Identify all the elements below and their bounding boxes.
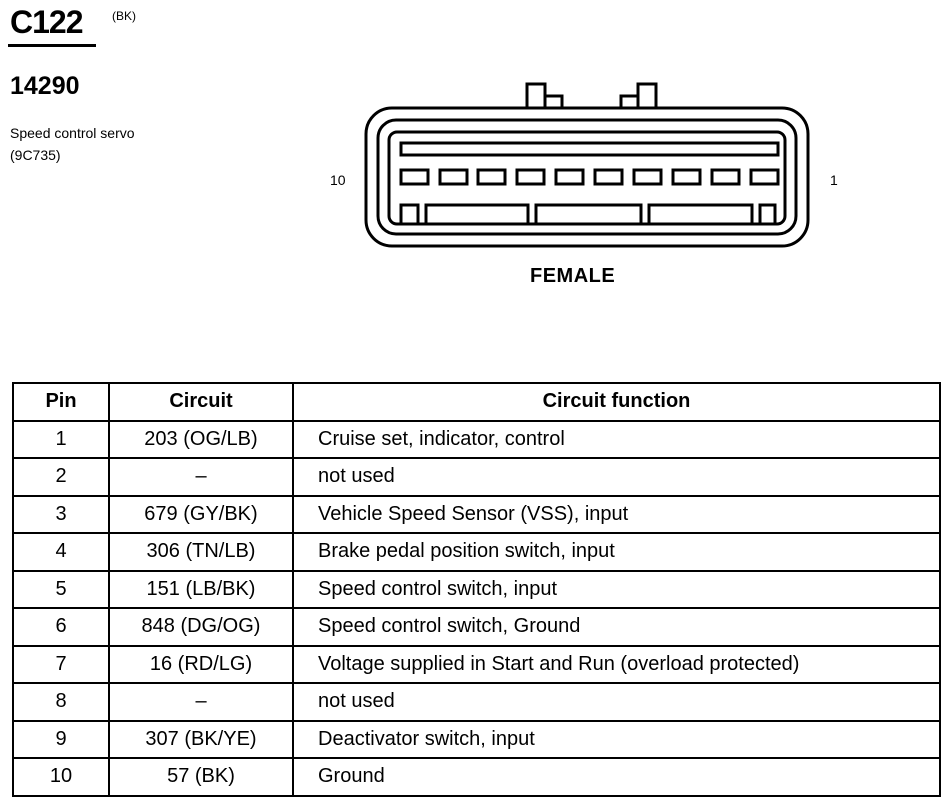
pin-cavity — [399, 168, 430, 186]
pin-cell: 1 — [12, 419, 110, 459]
pin-cavity — [632, 168, 663, 186]
circuit-cell: 848 (DG/OG) — [108, 607, 294, 647]
pin-cell: 9 — [12, 719, 110, 759]
circuit-cell: 306 (TN/LB) — [108, 532, 294, 572]
circuit-cell: 57 (BK) — [108, 757, 294, 797]
pin-cell: 7 — [12, 644, 110, 684]
table-row: 10 57 (BK) Ground — [12, 757, 941, 797]
table-header-row: Pin Circuit Circuit function — [12, 382, 941, 422]
circuit-cell: 307 (BK/YE) — [108, 719, 294, 759]
housing-inner — [376, 118, 798, 236]
function-cell: Deactivator switch, input — [292, 719, 941, 759]
pin-cavity — [749, 168, 780, 186]
terminal-slot-long — [399, 141, 780, 157]
table-row: 8 – not used — [12, 682, 941, 722]
circuit-cell: – — [108, 682, 294, 722]
circuit-cell: 679 (GY/BK) — [108, 494, 294, 534]
pin-number-label-right: 1 — [830, 172, 838, 188]
function-cell: Vehicle Speed Sensor (VSS), input — [292, 494, 941, 534]
connector-id: C122 — [10, 4, 83, 40]
circuit-cell: – — [108, 457, 294, 497]
pin-cavity — [438, 168, 469, 186]
function-cell: Cruise set, indicator, control — [292, 419, 941, 459]
function-cell: Speed control switch, Ground — [292, 607, 941, 647]
pin-cell: 5 — [12, 569, 110, 609]
housing-cavity — [387, 130, 787, 226]
table-row: 2 – not used — [12, 457, 941, 497]
table-row: 9 307 (BK/YE) Deactivator switch, input — [12, 719, 941, 759]
table-row: 1 203 (OG/LB) Cruise set, indicator, con… — [12, 419, 941, 459]
function-cell: Brake pedal position switch, input — [292, 532, 941, 572]
part-number: 14290 — [10, 72, 80, 100]
description-line-2: (9C735) — [10, 147, 61, 163]
pin-cavity — [515, 168, 546, 186]
header-pin: Pin — [12, 382, 110, 422]
pin-number-label-left: 10 — [330, 172, 346, 188]
function-cell: Voltage supplied in Start and Run (overl… — [292, 644, 941, 684]
connector-id-underline — [8, 44, 96, 47]
function-cell: not used — [292, 682, 941, 722]
pin-cell: 6 — [12, 607, 110, 647]
pinout-table: Pin Circuit Circuit function 1 203 (OG/L… — [12, 382, 941, 797]
connector-gender-label: FEMALE — [530, 265, 616, 287]
table-row: 3 679 (GY/BK) Vehicle Speed Sensor (VSS)… — [12, 494, 941, 534]
table-row: 4 306 (TN/LB) Brake pedal position switc… — [12, 532, 941, 572]
pin-cell: 10 — [12, 757, 110, 797]
connector-description: Speed control servo (9C735) — [10, 122, 135, 166]
header-circuit: Circuit — [108, 382, 294, 422]
function-cell: Ground — [292, 757, 941, 797]
circuit-cell: 151 (LB/BK) — [108, 569, 294, 609]
pin-cavity — [671, 168, 702, 186]
description-line-1: Speed control servo — [10, 125, 135, 141]
table-row: 6 848 (DG/OG) Speed control switch, Grou… — [12, 607, 941, 647]
table-row: 5 151 (LB/BK) Speed control switch, inpu… — [12, 569, 941, 609]
pin-cell: 4 — [12, 532, 110, 572]
pin-cell: 2 — [12, 457, 110, 497]
connector-color-code: (BK) — [112, 9, 136, 23]
pin-cell: 8 — [12, 682, 110, 722]
pin-cavity — [476, 168, 507, 186]
pin-cavity — [593, 168, 624, 186]
table-row: 7 16 (RD/LG) Voltage supplied in Start a… — [12, 644, 941, 684]
circuit-cell: 203 (OG/LB) — [108, 419, 294, 459]
function-cell: Speed control switch, input — [292, 569, 941, 609]
circuit-cell: 16 (RD/LG) — [108, 644, 294, 684]
pin-cavities — [399, 168, 780, 186]
pin-cavity — [710, 168, 741, 186]
keying-channels — [399, 203, 777, 226]
header-circuit-function: Circuit function — [292, 382, 941, 422]
connector-face-diagram — [364, 82, 810, 248]
function-cell: not used — [292, 457, 941, 497]
pin-cell: 3 — [12, 494, 110, 534]
pin-cavity — [554, 168, 585, 186]
